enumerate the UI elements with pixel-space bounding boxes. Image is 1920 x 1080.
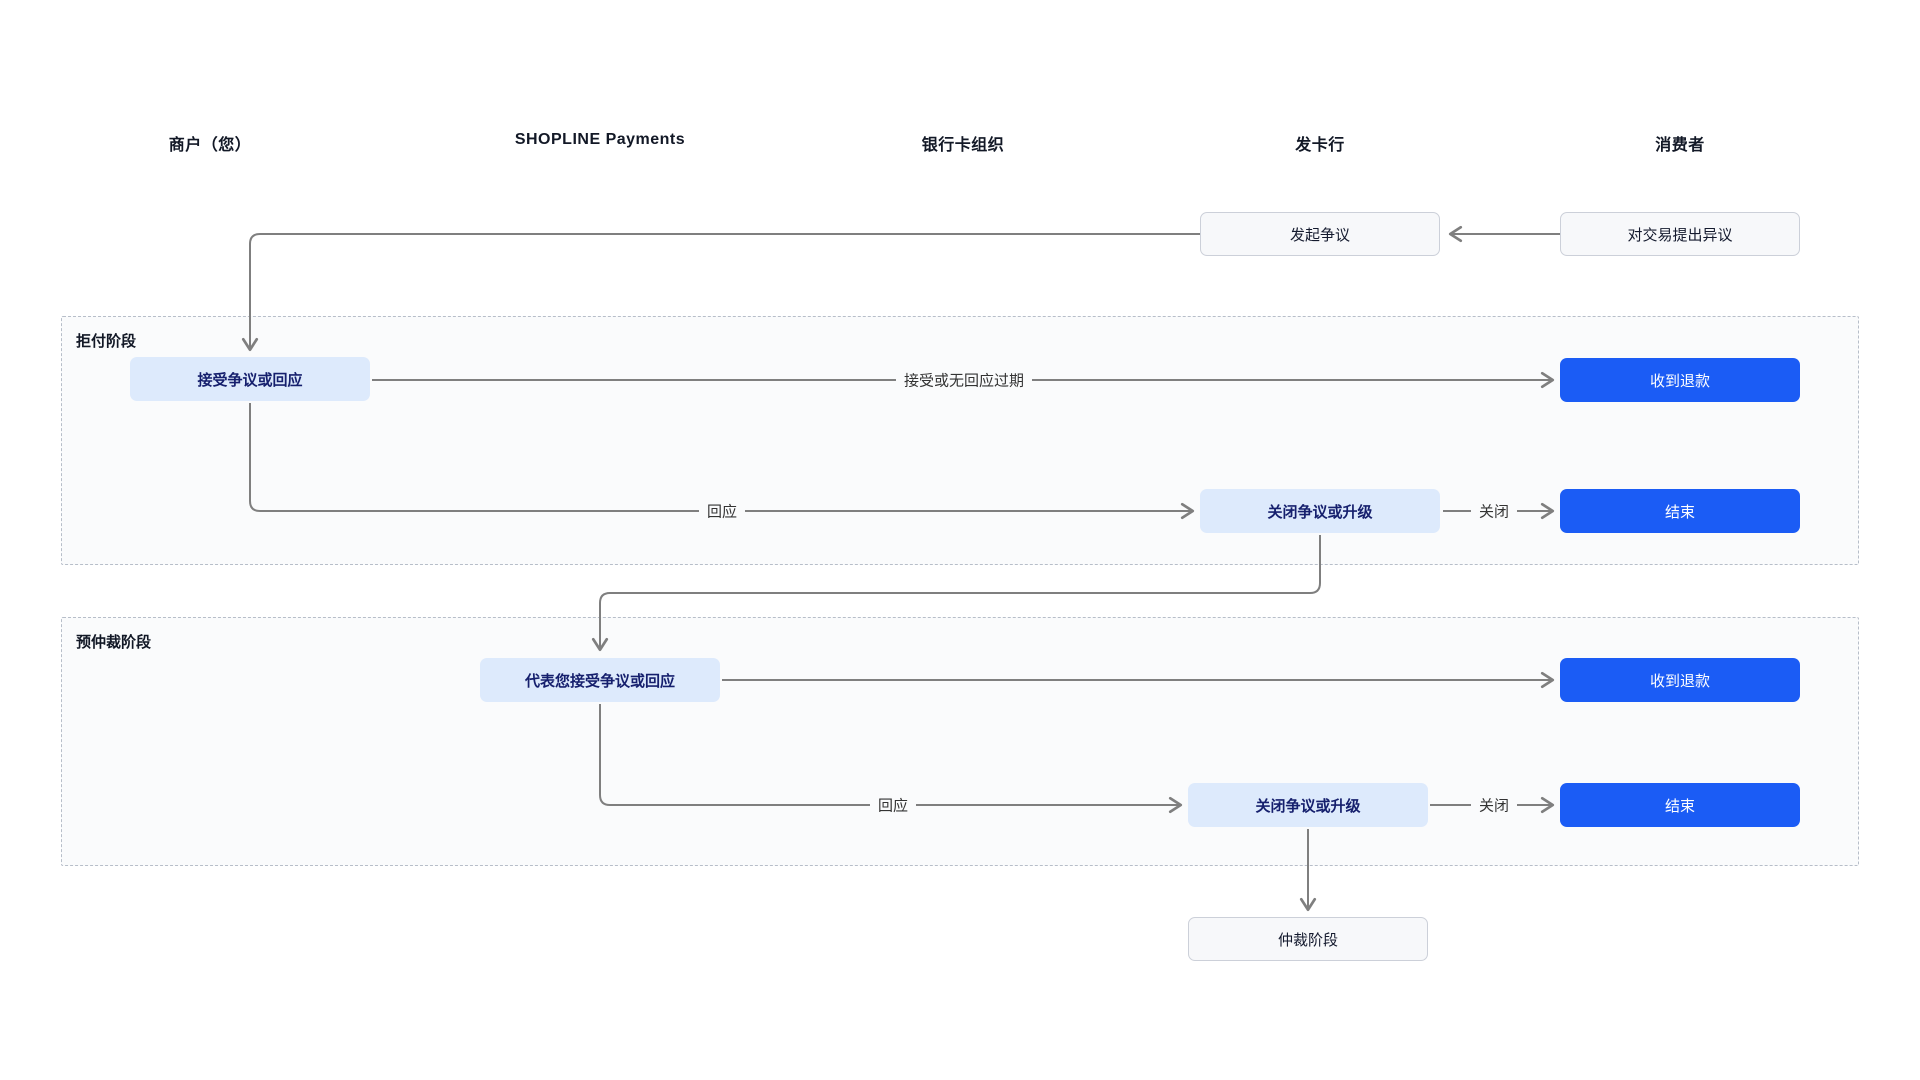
node-accept-or-respond: 接受争议或回应	[130, 357, 370, 401]
edge-respond-to-close-1	[249, 403, 1195, 520]
edge-label-accept-or-expire: 接受或无回应过期	[895, 367, 1033, 393]
edge-label-respond-2: 回应	[869, 792, 917, 818]
edge-label-close-1: 关闭	[1470, 498, 1518, 524]
phase-prearbitration-label: 预仲裁阶段	[76, 634, 152, 651]
phase-chargeback-label: 拒付阶段	[76, 333, 137, 350]
lane-header-card-org: 银行卡组织	[921, 137, 1005, 154]
edge-label-close-2: 关闭	[1470, 792, 1518, 818]
lane-header-merchant: 商户（您）	[168, 137, 252, 154]
node-close-or-escalate-1: 关闭争议或升级	[1200, 489, 1440, 533]
lane-header-shopline: SHOPLINE Payments	[514, 131, 686, 148]
node-end-2: 结束	[1560, 783, 1800, 827]
node-close-or-escalate-2: 关闭争议或升级	[1188, 783, 1428, 827]
phase-prearbitration: 预仲裁阶段	[61, 617, 1859, 866]
lane-header-consumer: 消费者	[1655, 137, 1705, 154]
edge-respond-to-close-2	[599, 704, 1183, 814]
node-refund-received-1: 收到退款	[1560, 358, 1800, 402]
edge-escalate-to-prearb	[591, 535, 1321, 652]
edge-label-respond-1: 回应	[698, 498, 746, 524]
edge-initiate-to-accept	[241, 233, 1200, 352]
lane-header-issuer: 发卡行	[1295, 137, 1345, 154]
node-initiate-dispute: 发起争议	[1200, 212, 1440, 256]
node-arbitration-phase: 仲裁阶段	[1188, 917, 1428, 961]
node-accept-on-behalf: 代表您接受争议或回应	[480, 658, 720, 702]
node-raise-objection: 对交易提出异议	[1560, 212, 1800, 256]
node-refund-received-2: 收到退款	[1560, 658, 1800, 702]
node-end-1: 结束	[1560, 489, 1800, 533]
